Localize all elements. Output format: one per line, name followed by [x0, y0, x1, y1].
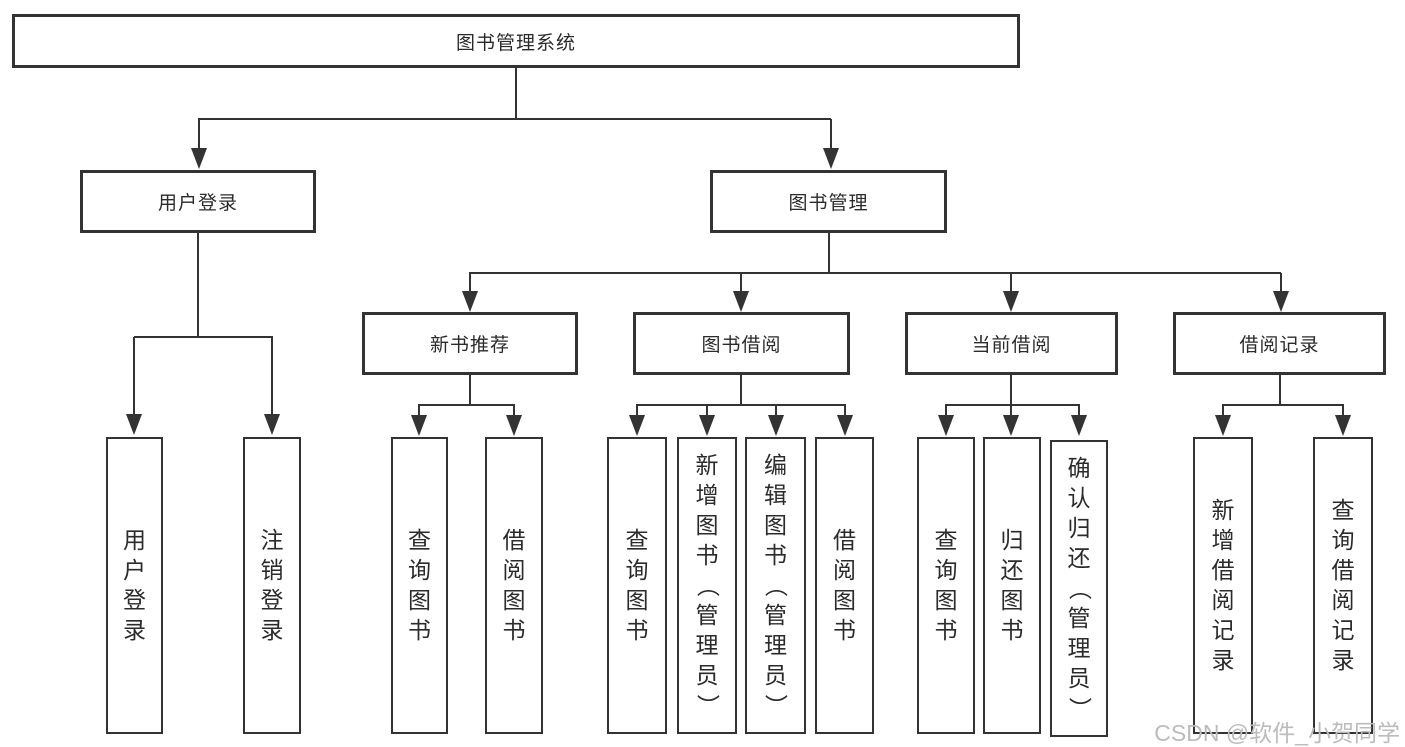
leaf-logout: 注销登录 — [243, 437, 301, 734]
connector-user-login-drop — [198, 119, 200, 150]
node-new-book-recommend: 新书推荐 — [362, 312, 578, 375]
arrowhead-user-login — [191, 148, 207, 169]
connector-borrowing-rail — [636, 404, 846, 406]
connector-current-stem — [1010, 375, 1012, 405]
connector-current-drop-3 — [1078, 405, 1080, 416]
connector-records-rail — [1222, 404, 1344, 406]
arrowhead-add-books-admin — [699, 415, 715, 436]
connector-borrowing-drop-1 — [636, 405, 638, 416]
arrowhead-edit-books-admin — [768, 415, 784, 436]
leaf-query-books-recommend: 查询图书 — [391, 437, 448, 734]
arrowhead-query-borrow-record — [1335, 415, 1351, 436]
node-book-management: 图书管理 — [710, 170, 947, 233]
arrowhead-query-books-borrowing — [629, 415, 645, 436]
connector-recommend-drop-1 — [418, 405, 420, 416]
connector-recommend-drop-2 — [513, 405, 515, 416]
connector-book-borrowing-drop — [740, 273, 742, 292]
node-current-borrowing: 当前借阅 — [905, 312, 1118, 375]
leaf-query-books-current: 查询图书 — [917, 437, 975, 734]
connector-records-stem — [1279, 375, 1281, 405]
leaf-query-borrow-record: 查询借阅记录 — [1313, 437, 1373, 734]
connector-current-rail — [945, 404, 1080, 406]
arrowhead-confirm-return-admin — [1071, 415, 1087, 436]
connector-current-drop-1 — [945, 405, 947, 416]
arrowhead-borrow-books-borrowing — [837, 415, 853, 436]
connector-borrowing-stem — [740, 375, 742, 405]
connector-leaf-user-login-drop — [133, 337, 135, 415]
connector-root-stem — [515, 68, 517, 119]
leaf-add-borrow-record: 新增借阅记录 — [1193, 437, 1253, 734]
connector-recommend-stem — [469, 375, 471, 405]
arrowhead-query-books-current — [938, 415, 954, 436]
connector-borrowing-records-drop — [1280, 273, 1282, 292]
arrowhead-add-borrow-record — [1215, 415, 1231, 436]
connector-new-book-recommend-drop — [469, 273, 471, 292]
leaf-borrow-books-recommend: 借阅图书 — [485, 437, 543, 734]
arrowhead-return-books — [1003, 415, 1019, 436]
leaf-borrow-books-borrowing: 借阅图书 — [815, 437, 874, 734]
node-root: 图书管理系统 — [12, 14, 1020, 68]
leaf-confirm-return-admin: 确认归还（管理员） — [1050, 440, 1108, 737]
arrowhead-leaf-logout — [264, 414, 280, 435]
leaf-query-books-borrowing: 查询图书 — [607, 437, 667, 734]
connector-level3-rail — [469, 272, 1281, 274]
connector-book-management-stem — [828, 233, 830, 273]
connector-records-drop-1 — [1222, 405, 1224, 416]
arrowhead-book-management — [823, 148, 839, 169]
leaf-edit-books-admin: 编辑图书（管理员） — [745, 437, 806, 734]
connector-borrowing-drop-2 — [706, 405, 708, 416]
connector-level2-rail — [198, 118, 831, 120]
arrowhead-borrow-books-recommend — [506, 415, 522, 436]
node-borrowing-records: 借阅记录 — [1173, 312, 1386, 375]
arrowhead-book-borrowing — [733, 291, 749, 312]
leaf-user-login: 用户登录 — [106, 437, 163, 734]
arrowhead-borrowing-records — [1273, 291, 1289, 312]
node-user-login: 用户登录 — [80, 170, 316, 233]
arrowhead-leaf-user-login — [126, 414, 142, 435]
connector-current-drop-2 — [1010, 405, 1012, 416]
connector-leaf-logout-drop — [271, 337, 273, 415]
node-book-borrowing: 图书借阅 — [633, 312, 850, 375]
connector-current-borrowing-drop — [1010, 273, 1012, 292]
connector-book-management-drop — [830, 119, 832, 150]
connector-user-login-stem — [197, 233, 199, 337]
connector-records-drop-2 — [1342, 405, 1344, 416]
arrowhead-new-book-recommend — [462, 291, 478, 312]
arrowhead-current-borrowing — [1003, 291, 1019, 312]
watermark: CSDN @软件_小贺同学 — [1154, 720, 1400, 746]
leaf-return-books: 归还图书 — [983, 437, 1041, 734]
arrowhead-query-books-recommend — [411, 415, 427, 436]
connector-user-login-rail — [134, 336, 273, 338]
leaf-add-books-admin: 新增图书（管理员） — [677, 437, 737, 734]
connector-borrowing-drop-3 — [775, 405, 777, 416]
connector-recommend-rail — [418, 404, 515, 406]
connector-borrowing-drop-4 — [844, 405, 846, 416]
